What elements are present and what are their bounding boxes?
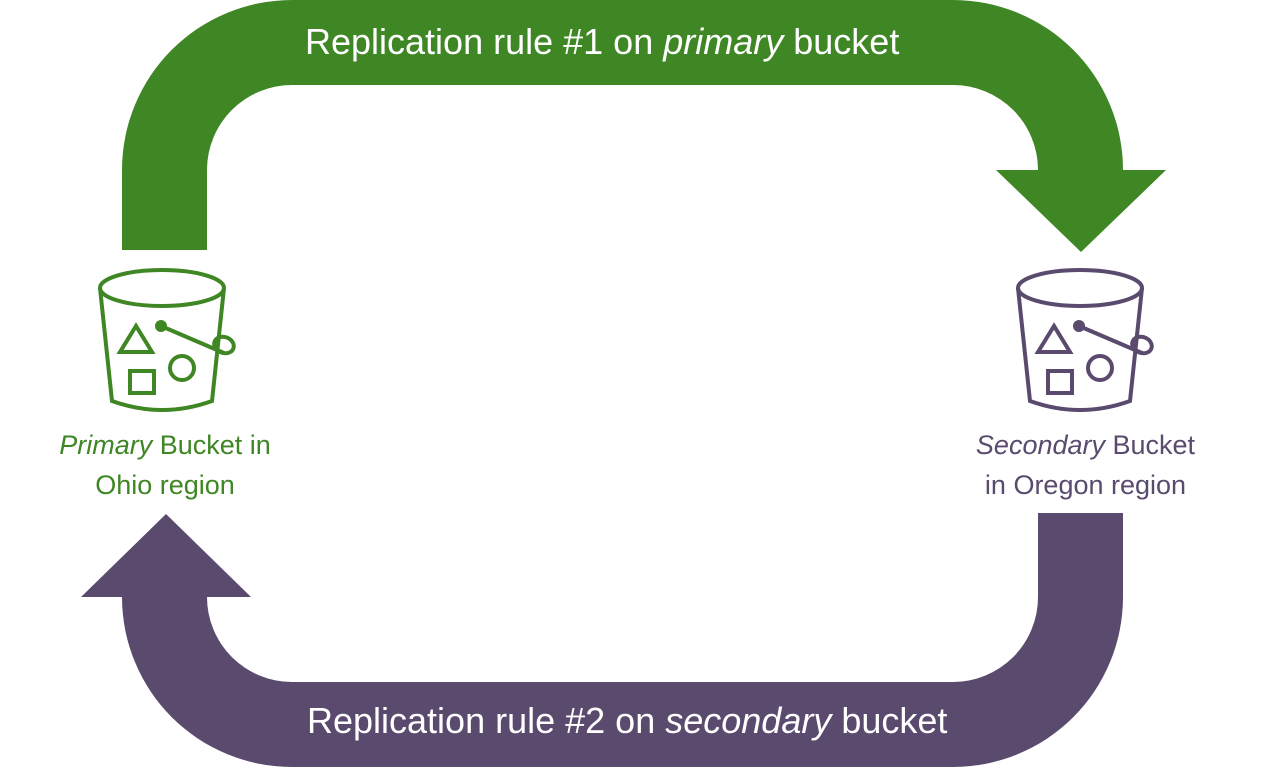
primary-bucket-emphasis: Primary	[59, 430, 153, 460]
rule-2-prefix: Replication rule #2 on	[307, 700, 666, 741]
rule-1-emphasis: primary	[663, 21, 784, 62]
primary-bucket-line-1: Primary Bucket in	[40, 425, 290, 465]
secondary-bucket-line-1-rest: Bucket	[1105, 430, 1196, 460]
secondary-bucket-line-2: in Oregon region	[984, 470, 1187, 500]
replication-arrow-2	[81, 513, 1123, 767]
primary-bucket-line-1-rest: Bucket in	[152, 430, 271, 460]
rule-2-suffix: bucket	[831, 700, 948, 741]
replication-rule-2-label: Replication rule #2 on secondary bucket	[307, 703, 947, 739]
rule-2-emphasis: secondary	[665, 700, 832, 741]
s3-bucket-icon	[1016, 268, 1154, 412]
replication-rule-1-label: Replication rule #1 on primary bucket	[305, 24, 899, 60]
secondary-bucket-label: Secondary Bucket in Oregon region	[958, 425, 1213, 505]
secondary-bucket-emphasis: Secondary	[975, 430, 1106, 460]
s3-bucket-icon	[98, 268, 236, 412]
rule-1-suffix: bucket	[783, 21, 900, 62]
replication-arrow-1	[122, 0, 1166, 252]
rule-1-prefix: Replication rule #1 on	[305, 21, 664, 62]
primary-bucket-line-2: Ohio region	[95, 470, 235, 500]
primary-bucket-label: Primary Bucket in Ohio region	[40, 425, 290, 505]
secondary-bucket-line-1: Secondary Bucket	[958, 425, 1213, 465]
